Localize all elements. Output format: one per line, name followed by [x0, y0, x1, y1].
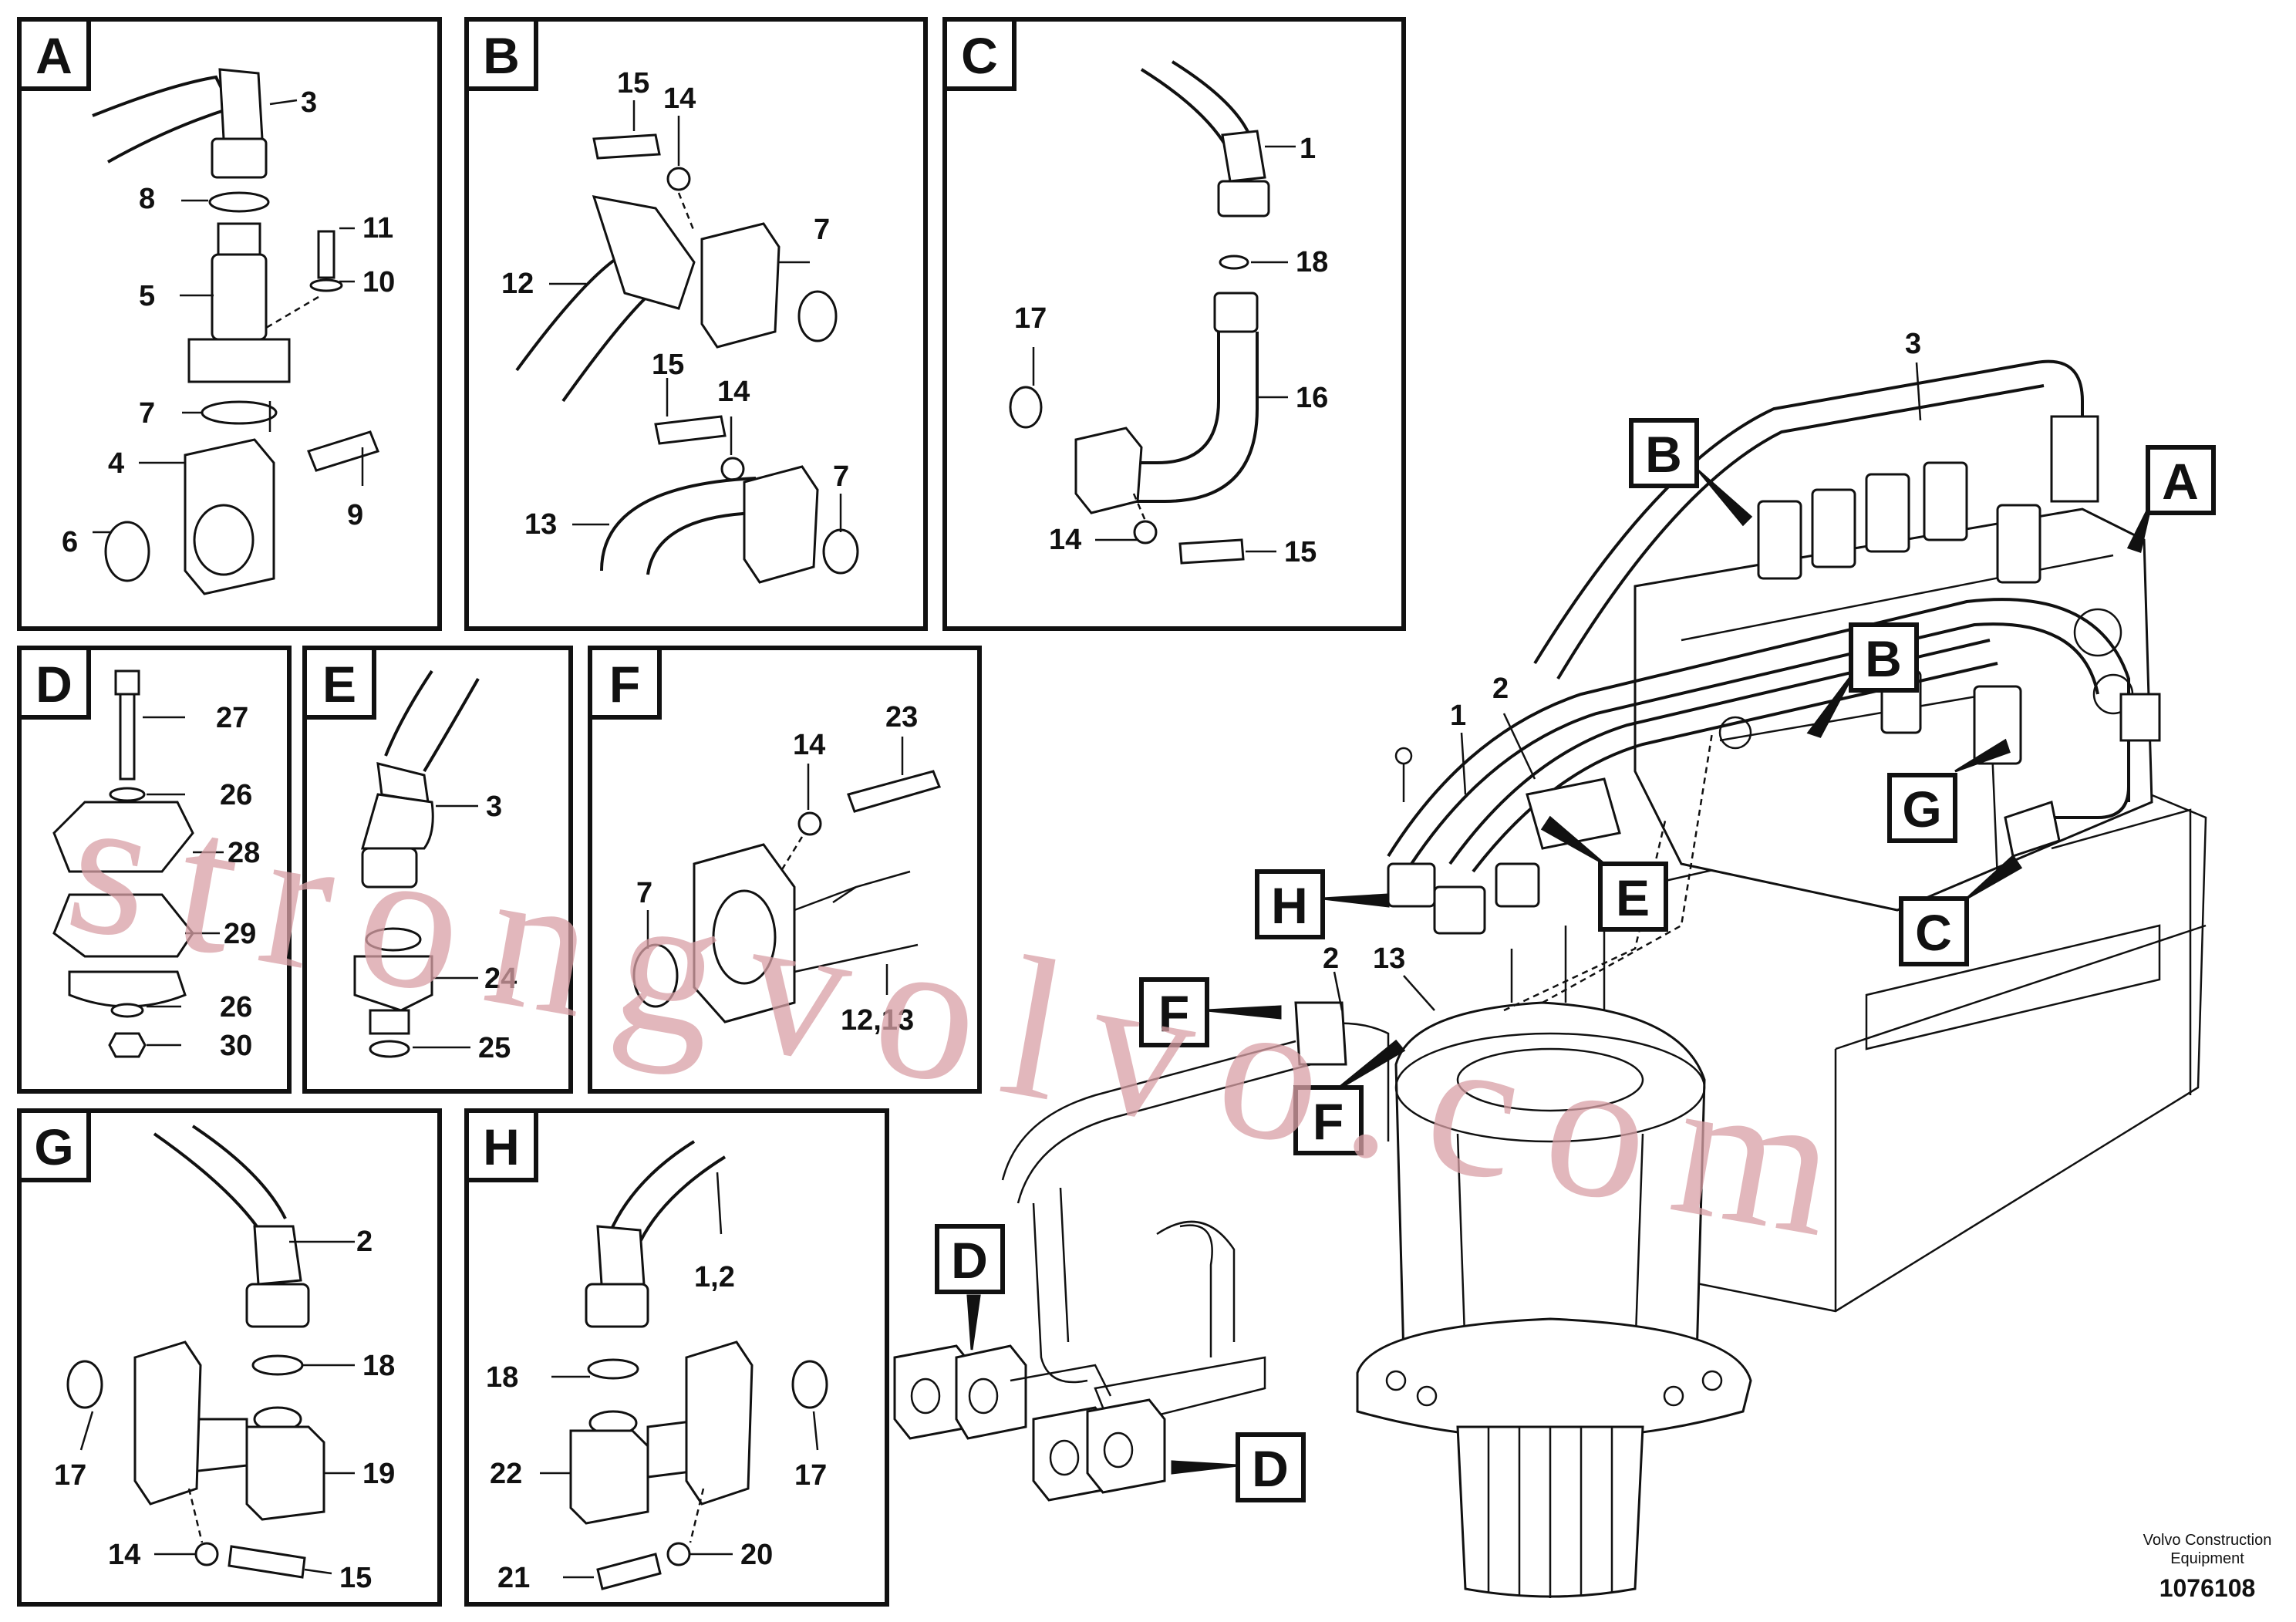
callout-label: 8 — [139, 183, 155, 215]
panel-e: E 3 24 25 — [302, 646, 573, 1094]
callout-label: 18 — [1296, 246, 1328, 278]
document-number: 1076108 — [2159, 1574, 2256, 1602]
callout-label: 21 — [497, 1562, 530, 1594]
callout-label: 14 — [717, 376, 750, 408]
callout-label: 14 — [793, 729, 825, 761]
callout-label: 4 — [108, 447, 124, 480]
panel-letter: F — [609, 656, 640, 713]
tag-label: D — [951, 1232, 988, 1289]
callout-label: 14 — [1049, 524, 1081, 556]
callout-label: 6 — [62, 526, 78, 558]
callout-label: 11 — [362, 212, 393, 244]
panel-g: G 2 18 19 17 14 15 — [17, 1108, 442, 1607]
callout-label: 7 — [636, 877, 652, 909]
tag-label: F — [1158, 985, 1189, 1042]
callout-label: 1 — [1300, 133, 1316, 165]
callout-label: 2 — [1323, 943, 1339, 975]
callout-label: 14 — [108, 1539, 140, 1571]
callout-label: 19 — [362, 1458, 395, 1490]
callout-label: 15 — [652, 349, 684, 381]
manufacturer-line-2: Equipment — [2170, 1550, 2244, 1567]
callout-label: 3 — [486, 791, 502, 823]
tag-label: D — [1252, 1440, 1289, 1497]
tag-label: B — [1865, 630, 1902, 687]
panel-b: B 15 14 7 12 15 14 7 13 — [464, 17, 928, 631]
callout-label: 26 — [220, 991, 252, 1023]
callout-label: 13 — [524, 508, 557, 541]
callout-label: 28 — [228, 837, 260, 869]
main-view-tags: B A B G E C H F F D — [935, 418, 2216, 1502]
tag-label: F — [1313, 1093, 1344, 1150]
callout-label: 2 — [356, 1226, 373, 1258]
callout-label: 29 — [224, 918, 256, 950]
callout-label: 20 — [740, 1539, 773, 1571]
callout-label: 27 — [216, 702, 248, 734]
callout-label: 23 — [885, 701, 918, 733]
callout-label: 7 — [833, 460, 849, 493]
callout-label: 13 — [1373, 943, 1405, 975]
tag-label: G — [1902, 781, 1941, 838]
callout-label: 24 — [484, 963, 517, 995]
callout-label: 5 — [139, 280, 155, 312]
callout-label: 26 — [220, 779, 252, 811]
panel-letter: D — [35, 656, 72, 713]
document-caption: Volvo Construction Equipment 1076108 — [2143, 1532, 2272, 1602]
callout-label: 1 — [1450, 700, 1466, 732]
callout-label: 15 — [1284, 536, 1317, 568]
tag-label: E — [1616, 869, 1650, 926]
callout-label: 17 — [1014, 302, 1047, 335]
callout-label: 1,2 — [694, 1261, 735, 1293]
panel-letter: C — [961, 27, 998, 84]
callout-label: 18 — [362, 1350, 395, 1382]
callout-label: 17 — [794, 1459, 827, 1492]
panel-a: A 3 8 11 10 5 7 9 4 6 — [17, 17, 442, 631]
panel-c: C 1 18 17 16 14 15 — [942, 17, 1406, 631]
callout-label: 7 — [139, 397, 155, 430]
callout-label: 2 — [1492, 673, 1509, 705]
callout-label: 15 — [617, 67, 649, 99]
panel-letter: A — [35, 27, 72, 84]
main-assembly-view: 3 2 1 2 13 — [893, 328, 2207, 1598]
callout-label: 3 — [301, 86, 317, 119]
panel-letter: B — [483, 27, 520, 84]
callout-label: 16 — [1296, 382, 1328, 414]
tag-label: B — [1645, 426, 1682, 483]
callout-label: 22 — [490, 1458, 522, 1490]
callout-label: 9 — [347, 499, 363, 531]
callout-label: 12,13 — [841, 1004, 914, 1037]
tag-label: A — [2162, 453, 2199, 510]
tag-label: H — [1271, 877, 1308, 934]
panel-letter: G — [34, 1118, 73, 1175]
panel-h: H 1,2 18 22 17 21 20 — [464, 1108, 889, 1607]
panel-f: F 23 14 7 12,13 — [588, 646, 982, 1094]
callout-label: 3 — [1905, 328, 1921, 360]
manufacturer-line-1: Volvo Construction — [2143, 1532, 2272, 1549]
panel-letter: H — [483, 1118, 520, 1175]
callout-label: 30 — [220, 1030, 252, 1062]
callout-label: 25 — [478, 1032, 511, 1064]
panel-letter: E — [322, 656, 356, 713]
callout-label: 15 — [339, 1562, 372, 1594]
tag-label: C — [1915, 904, 1952, 961]
callout-label: 14 — [663, 83, 696, 115]
callout-label: 10 — [362, 266, 395, 298]
callout-label: 7 — [814, 214, 830, 246]
panel-d: D 27 26 28 29 26 30 — [17, 646, 292, 1094]
callout-label: 17 — [54, 1459, 86, 1492]
callout-label: 18 — [486, 1361, 518, 1394]
callout-label: 12 — [501, 268, 534, 300]
